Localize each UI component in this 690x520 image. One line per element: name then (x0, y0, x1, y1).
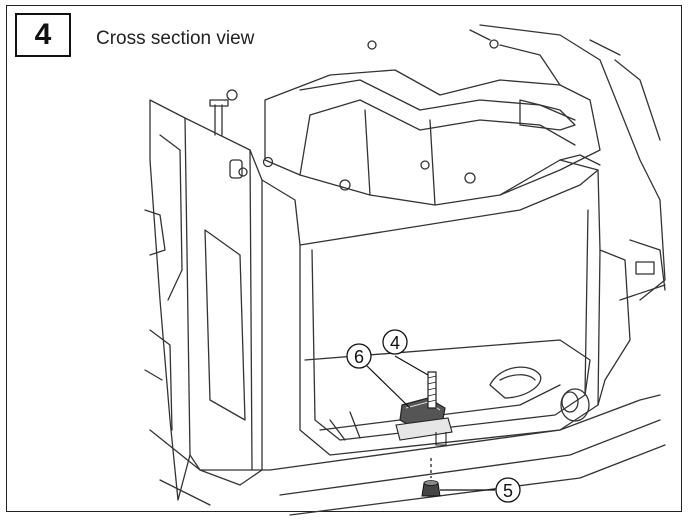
upper-duct (264, 69, 601, 206)
leader-line-4 (394, 355, 429, 376)
step-number: 4 (34, 18, 52, 51)
callout-4-label: 4 (390, 333, 400, 353)
leader-line-6 (366, 365, 411, 409)
left-body-panel (149, 99, 191, 501)
fastener-assembly (395, 371, 453, 446)
step-number-box: 4 (15, 13, 71, 57)
part-5-nut (421, 480, 441, 497)
top-left-bolt (209, 99, 229, 136)
callout-6-label: 6 (354, 347, 364, 367)
callout-6: 6 (346, 343, 372, 369)
housing-floor (304, 339, 591, 396)
base-rails (269, 394, 661, 471)
callout-4: 4 (382, 329, 408, 355)
callout-5: 5 (495, 477, 521, 503)
callout-5-label: 5 (503, 481, 513, 501)
right-lever (489, 366, 542, 399)
figure-caption: Cross section view (96, 28, 255, 49)
